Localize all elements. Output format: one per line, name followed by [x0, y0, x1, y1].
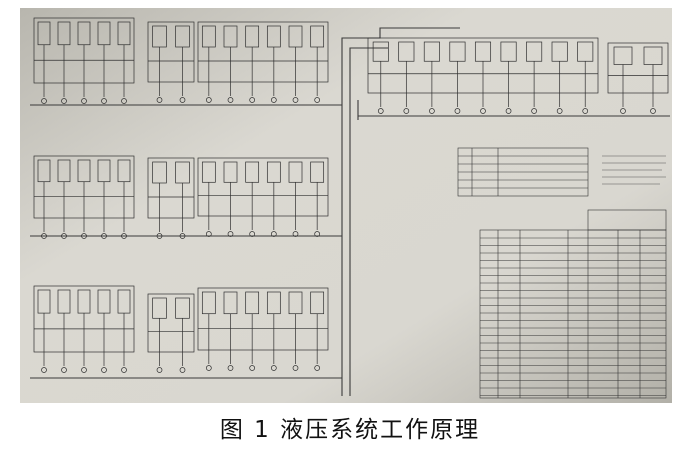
- actuator-symbol: [81, 367, 87, 373]
- actuator-symbol: [156, 233, 163, 239]
- actuator-symbol: [249, 231, 256, 237]
- actuator-symbol: [531, 108, 537, 114]
- figure-caption: 图 1 液压系统工作原理: [219, 417, 481, 443]
- legend-table: [457, 147, 589, 197]
- valve-block: [197, 21, 329, 83]
- actuator-symbol: [205, 231, 212, 237]
- actuator-symbol: [249, 97, 256, 103]
- actuator-symbol: [314, 231, 321, 237]
- valve-block: [197, 157, 329, 217]
- valve-block: [147, 21, 195, 83]
- valve-block: [147, 157, 195, 219]
- legend-notes: [602, 155, 666, 185]
- actuator-symbol: [292, 365, 299, 371]
- actuator-symbol: [227, 365, 234, 371]
- actuator-symbol: [101, 98, 107, 104]
- actuator-symbol: [227, 231, 234, 237]
- actuator-symbol: [179, 97, 186, 103]
- actuator-symbol: [429, 108, 435, 114]
- valve-block: [197, 287, 329, 351]
- actuator-symbol: [61, 233, 67, 239]
- actuator-symbol: [101, 367, 107, 373]
- actuator-symbol: [270, 231, 277, 237]
- actuator-symbol: [480, 108, 486, 114]
- actuator-symbol: [620, 108, 626, 114]
- actuator-symbol: [314, 97, 321, 103]
- valve-block: [607, 42, 669, 94]
- valve-block: [147, 293, 195, 353]
- actuator-symbol: [377, 108, 384, 114]
- actuator-symbol: [270, 365, 277, 371]
- actuator-symbol: [61, 367, 67, 373]
- actuator-symbol: [179, 367, 186, 373]
- actuator-symbol: [292, 231, 299, 237]
- actuator-symbol: [270, 97, 277, 103]
- actuator-symbol: [41, 98, 47, 104]
- actuator-symbol: [179, 233, 186, 239]
- actuator-symbol: [505, 108, 512, 114]
- actuator-symbol: [454, 108, 461, 114]
- main-pressure-lines: [30, 27, 670, 396]
- actuator-symbol: [121, 367, 127, 373]
- actuator-symbol: [121, 233, 127, 239]
- actuator-symbol: [156, 367, 163, 373]
- actuator-symbol: [292, 97, 299, 103]
- actuator-symbol: [156, 97, 163, 103]
- actuator-symbol: [205, 365, 212, 371]
- actuator-symbol: [582, 108, 589, 114]
- parts-table-header: [587, 209, 667, 231]
- actuator-symbol: [41, 367, 47, 373]
- parts-list-table: [479, 209, 667, 399]
- parts-table-frame: [479, 229, 667, 399]
- actuator-symbol: [650, 108, 656, 114]
- actuator-symbol: [81, 98, 87, 104]
- hydraulic-schematic-drawing: [20, 8, 672, 403]
- actuator-symbol: [403, 108, 410, 114]
- actuator-symbol: [121, 98, 127, 104]
- actuator-symbol: [249, 365, 256, 371]
- paper-background: [20, 8, 672, 403]
- actuator-symbol: [81, 233, 87, 239]
- actuator-symbol: [101, 233, 107, 239]
- actuator-symbol: [205, 97, 212, 103]
- actuator-symbol: [61, 98, 67, 104]
- actuator-symbol: [227, 97, 234, 103]
- hydraulic-circuit-blocks: [33, 17, 669, 373]
- actuator-symbol: [556, 108, 563, 114]
- actuator-symbol: [314, 365, 321, 371]
- actuator-symbol: [41, 233, 47, 239]
